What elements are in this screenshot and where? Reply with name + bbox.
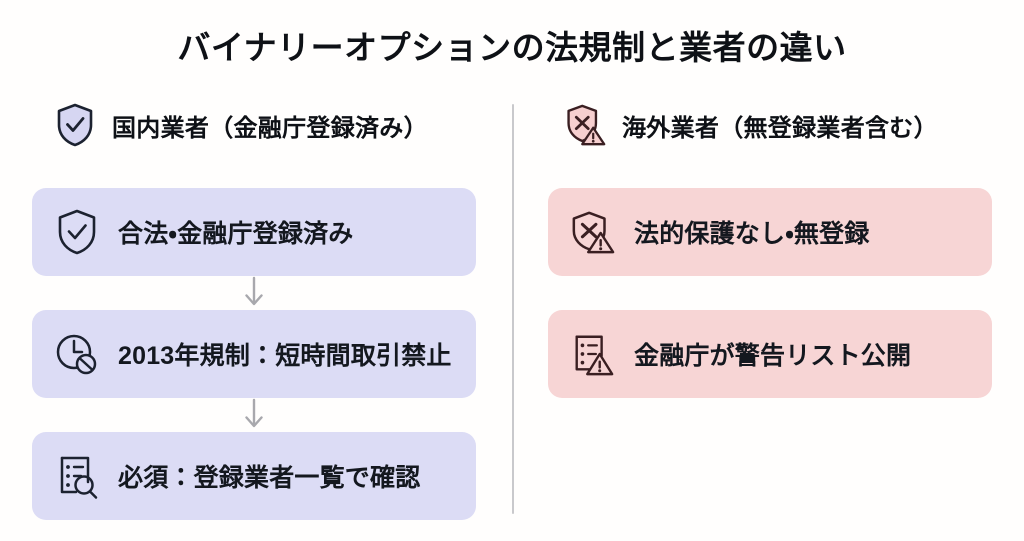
card-domestic-1[interactable]: 合法・金融庁登録済み: [32, 188, 476, 276]
shield-check-icon: [58, 209, 96, 255]
column-header-label-domestic: 国内業者（金融庁登録済み）: [112, 114, 428, 142]
column-divider: [512, 104, 514, 514]
card-label-domestic-2: 2013年規制：短時間取引禁止: [118, 342, 452, 370]
card-overseas-1[interactable]: 法的保護なし・無登録: [548, 188, 992, 276]
column-header-domestic: 国内業者（金融庁登録済み）: [54, 96, 428, 154]
card-domestic-2[interactable]: 2013年規制：短時間取引禁止: [32, 310, 476, 398]
list-search-icon: [60, 456, 98, 499]
column-domestic: 国内業者（金融庁登録済み） 合法・金融庁登録済み 2013年規制：短時間取引禁止: [32, 96, 476, 526]
arrow-down-icon: [245, 398, 263, 428]
shield-x-warning-icon: [567, 104, 606, 146]
card-domestic-3[interactable]: 必須：登録業者一覧で確認: [32, 432, 476, 520]
arrow-down-icon: [245, 276, 263, 306]
column-header-overseas: 海外業者（無登録業者含む）: [564, 96, 938, 154]
card-label-overseas-1: 法的保護なし・無登録: [634, 220, 870, 248]
shield-x-warning-icon: [572, 211, 615, 254]
card-overseas-2[interactable]: 金融庁が警告リスト公開: [548, 310, 992, 398]
shield-check-icon: [57, 103, 93, 147]
column-header-label-overseas: 海外業者（無登録業者含む）: [622, 114, 938, 142]
card-label-domestic-3: 必須：登録業者一覧で確認: [118, 464, 421, 492]
card-label-domestic-1: 合法・金融庁登録済み: [118, 220, 354, 248]
comparison-columns: 国内業者（金融庁登録済み） 合法・金融庁登録済み 2013年規制：短時間取引禁止: [0, 96, 1024, 526]
page-title: バイナリーオプションの法規制と業者の違い: [177, 29, 847, 66]
clock-prohibit-icon: [56, 334, 97, 375]
column-overseas: 海外業者（無登録業者含む） 法的保護なし・無登録: [548, 96, 992, 526]
list-warning-icon: [575, 335, 614, 376]
card-label-overseas-2: 金融庁が警告リスト公開: [634, 342, 912, 370]
